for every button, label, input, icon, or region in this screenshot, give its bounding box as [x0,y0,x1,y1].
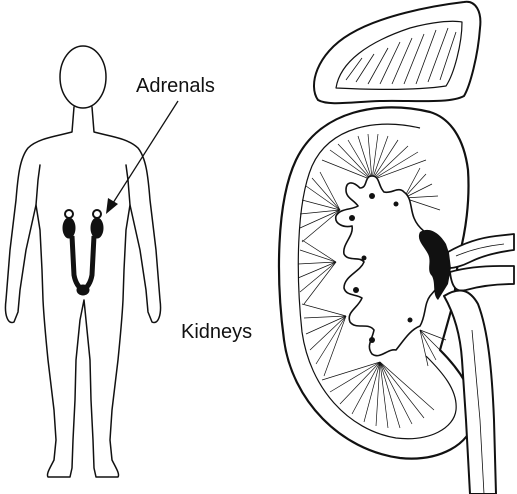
body-urinary-system [63,210,103,295]
left-torso-line [36,165,40,205]
human-body-outline [5,46,160,477]
adrenals-pointer-arrow [106,101,178,214]
adrenal-gland-drawing [314,2,480,103]
kidneys-label: Kidneys [181,322,252,342]
bladder-mark [77,285,89,295]
left-adrenal-mark [65,210,73,218]
right-torso-line [126,165,130,205]
adrenals-label: Adrenals [136,76,215,96]
left-kidney-mark [63,218,75,238]
right-kidney-mark [91,218,103,238]
right-adrenal-mark [93,210,101,218]
body-head [60,46,106,108]
ureters-mark [72,236,94,290]
kidney-section-drawing [279,107,514,494]
